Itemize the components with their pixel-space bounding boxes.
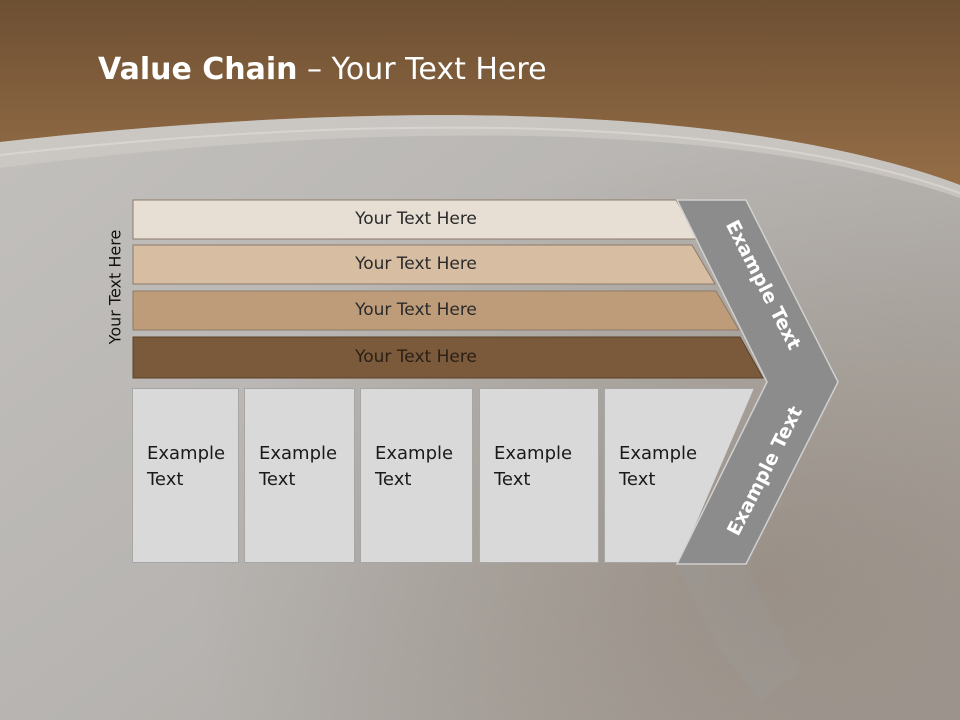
box-4-line2: Text (494, 469, 531, 490)
slide-title: Value Chain – Your Text Here (98, 52, 547, 87)
bar-2-label: Your Text Here (355, 254, 477, 274)
bar-4-label: Your Text Here (355, 347, 477, 367)
side-label: Your Text Here (105, 229, 125, 345)
bar-3-label: Your Text Here (355, 300, 477, 320)
bar-1-label: Your Text Here (355, 209, 477, 229)
box-1-line2: Text (147, 469, 184, 490)
box-2-line1: Example (259, 443, 338, 464)
title-rest: – Your Text Here (297, 52, 547, 87)
box-2-line2: Text (259, 469, 296, 490)
box-3-line1: Example (375, 443, 454, 464)
box-5-line2: Text (619, 469, 656, 490)
title-bold: Value Chain (98, 52, 298, 87)
box-5-line1: Example (619, 443, 698, 464)
box-3-line2: Text (375, 469, 412, 490)
box-1-line1: Example (147, 443, 226, 464)
box-4-line1: Example (494, 443, 573, 464)
